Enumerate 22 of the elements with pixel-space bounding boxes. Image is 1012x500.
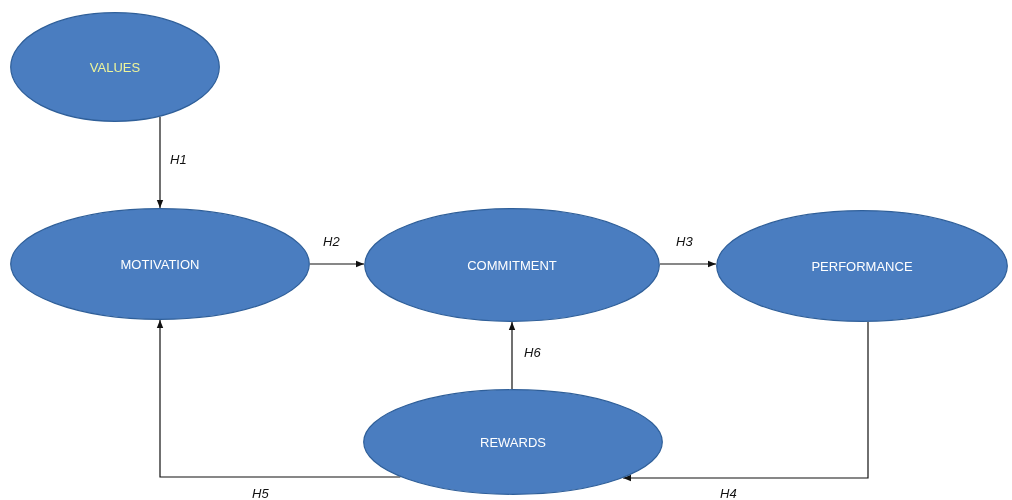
node-label: REWARDS: [479, 434, 547, 450]
ellipse-node: [364, 208, 660, 322]
arrow: [309, 260, 365, 268]
edge-label: H4: [720, 486, 737, 500]
node-label: PERFORMANCE: [810, 258, 914, 274]
arrow: [508, 321, 516, 390]
arrow: [622, 321, 869, 482]
edge-label: H6: [524, 345, 541, 360]
node-label: COMMITMENT: [466, 257, 558, 273]
ellipse-node: [716, 210, 1008, 322]
ellipse-node: [10, 12, 220, 122]
edge-label: H1: [170, 152, 187, 167]
node-label: VALUES: [88, 59, 142, 75]
ellipse-node: [10, 208, 310, 320]
node-label: MOTIVATION: [119, 256, 201, 272]
edge-label: H5: [252, 486, 269, 500]
edge-label: H3: [676, 234, 693, 249]
ellipse-node: [363, 389, 663, 495]
arrow: [156, 116, 164, 209]
arrow: [156, 319, 401, 478]
arrow: [659, 260, 717, 268]
edge-label: H2: [323, 234, 340, 249]
